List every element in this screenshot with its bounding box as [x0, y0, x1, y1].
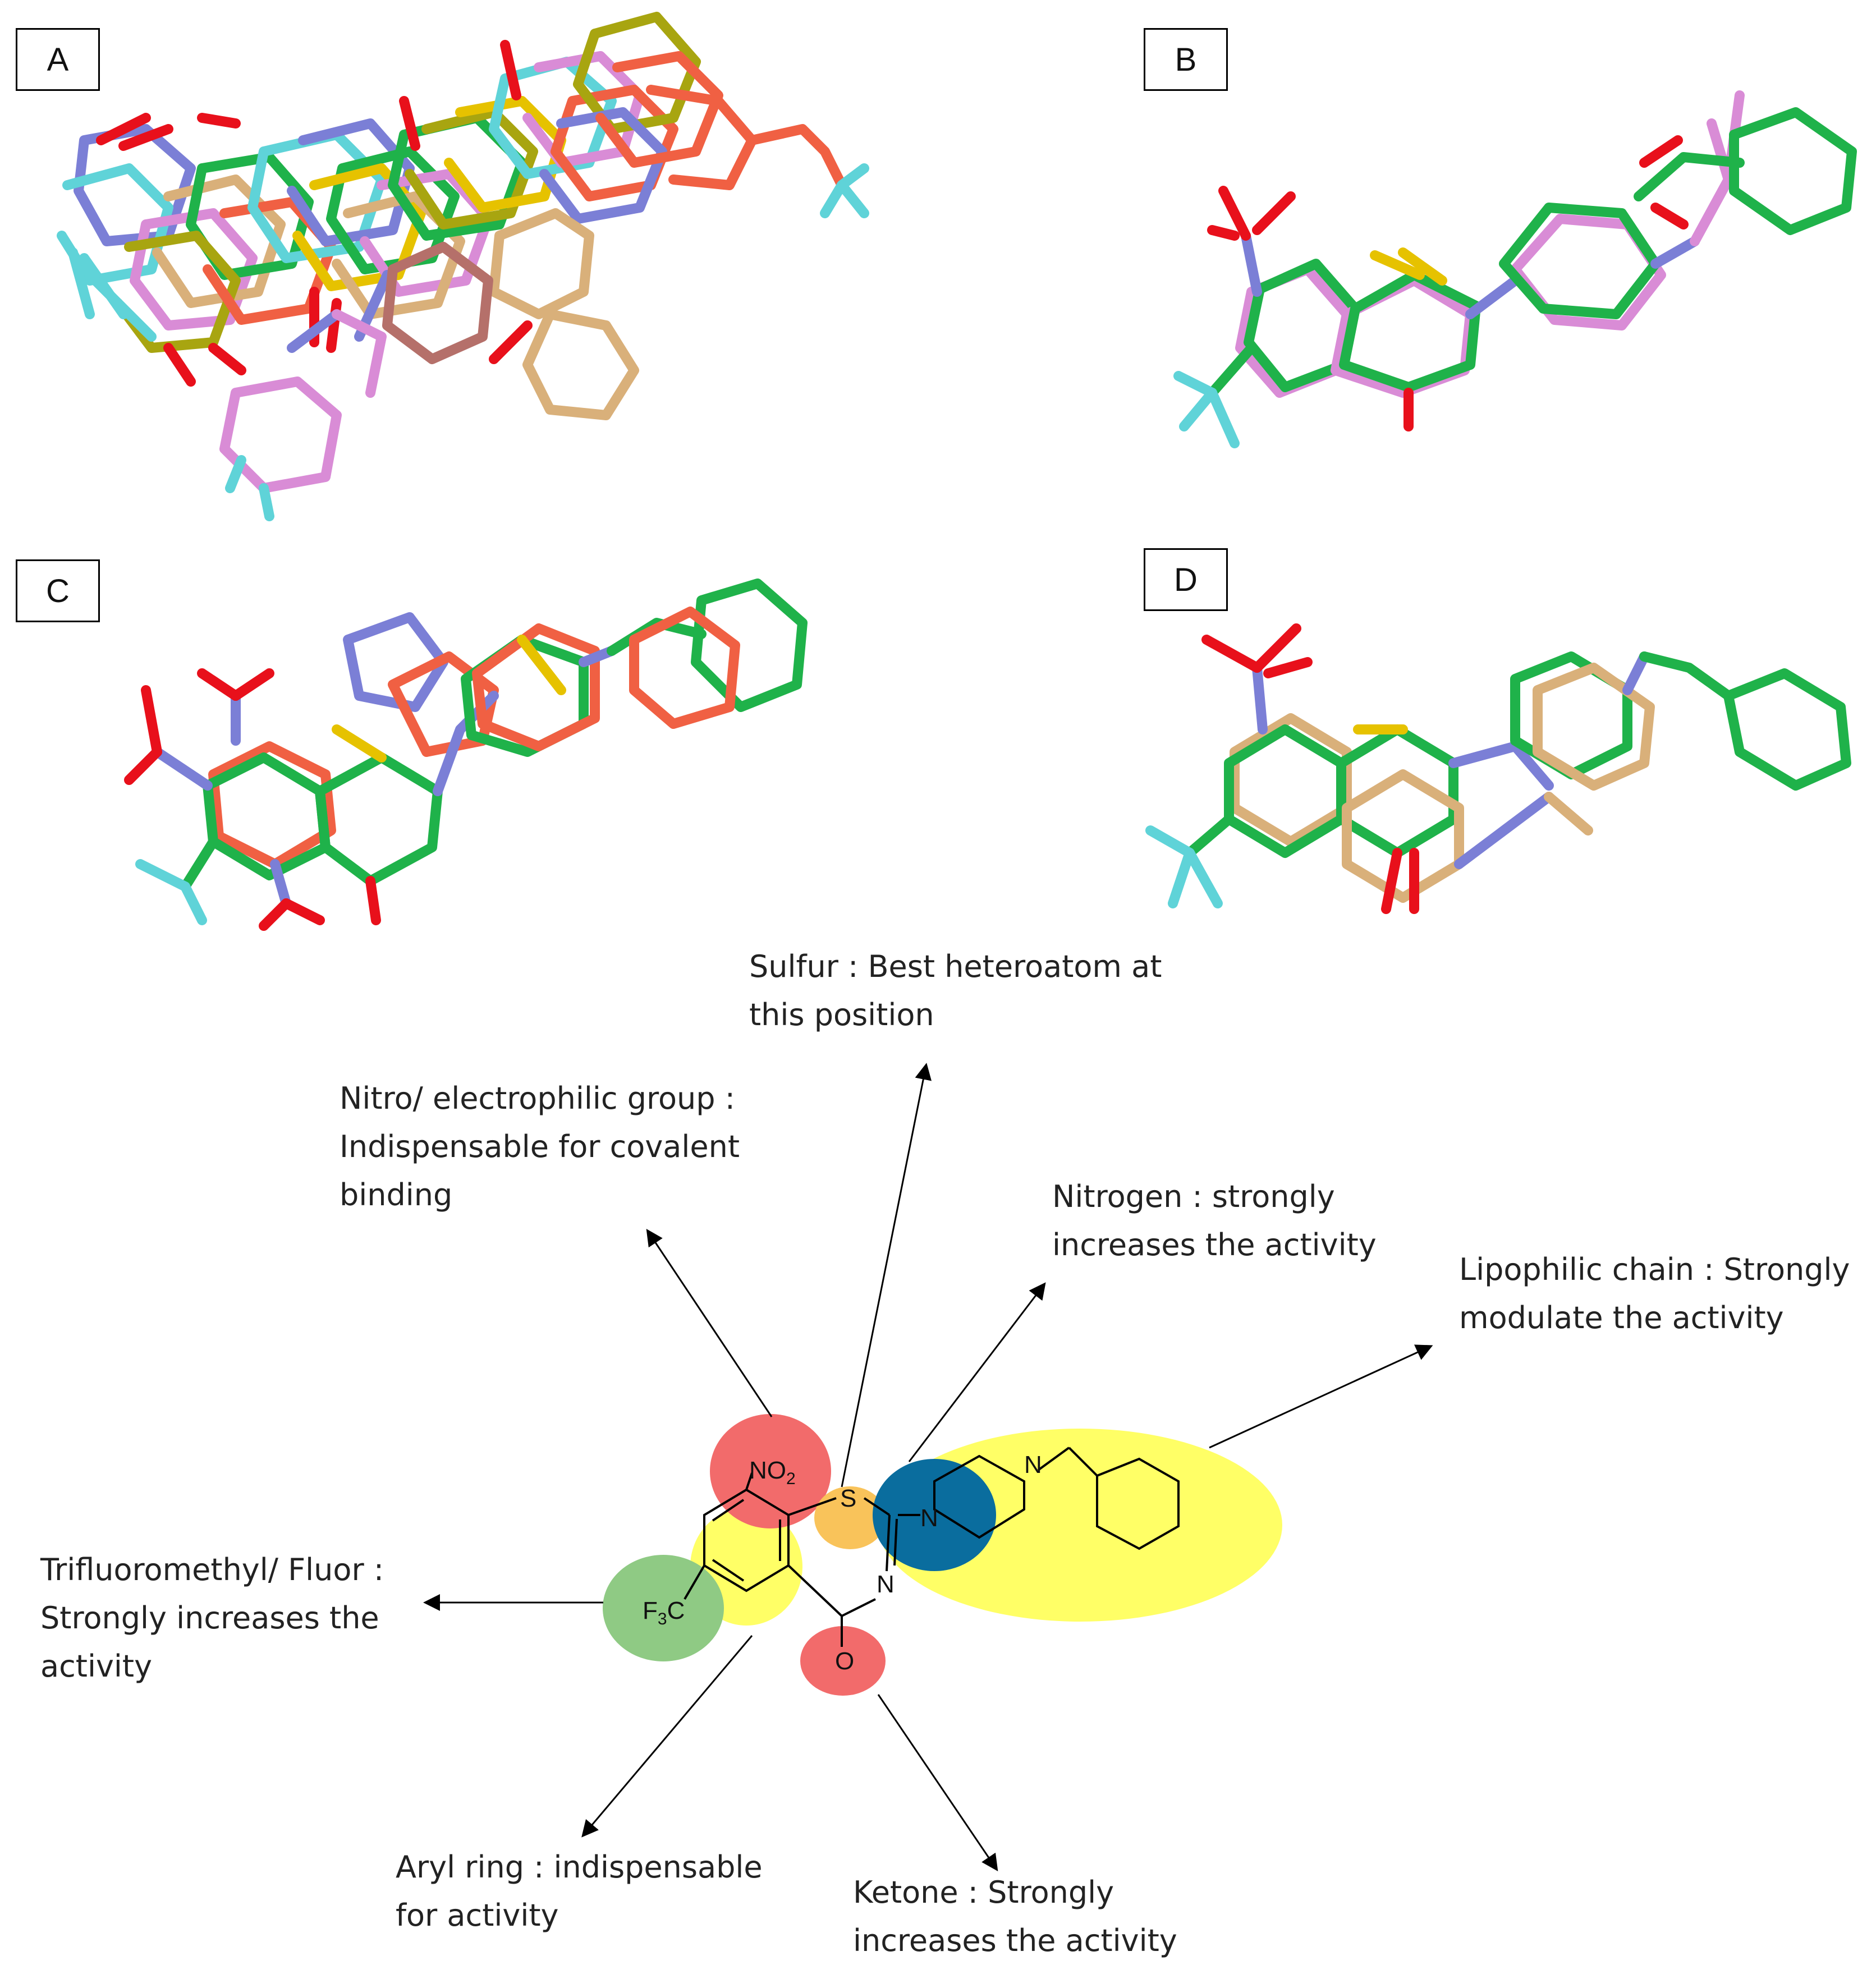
annotation-trifluoromethyl-line1: Trifluoromethyl/ Fluor :: [40, 1552, 384, 1587]
annotation-trifluoromethyl-line3: activity: [40, 1649, 153, 1684]
highlight-nitrogen: [873, 1459, 996, 1571]
atom-ketone-o-label: O: [835, 1647, 854, 1675]
panel-label-a: A: [16, 28, 100, 91]
annotation-trifluoromethyl: Trifluoromethyl/ Fluor : Strongly increa…: [40, 1546, 384, 1691]
annotation-lipophilic: Lipophilic chain : Strongly modulate the…: [1459, 1246, 1850, 1342]
highlight-nitro: [710, 1414, 831, 1528]
arrow-nitro: [646, 1229, 773, 1417]
annotation-sulfur: Sulfur : Best heteroatom at this positio…: [749, 943, 1162, 1039]
annotation-aryl: Aryl ring : indispensable for activity: [396, 1843, 763, 1940]
annotation-sulfur-line2: this position: [749, 997, 934, 1032]
overlay-cluster-right: [382, 12, 869, 420]
highlight-trifluoromethyl: [603, 1555, 724, 1661]
annotation-ketone: Ketone : Strongly increases the activity: [853, 1868, 1177, 1965]
atom-sulfur-label: S: [840, 1485, 856, 1512]
panel-label-b-text: B: [1175, 41, 1197, 78]
panel-label-c: C: [16, 559, 100, 622]
panel-label-c-text: C: [46, 572, 70, 609]
annotation-nitrogen: Nitrogen : strongly increases the activi…: [1052, 1173, 1377, 1269]
arrow-nitrogen: [908, 1282, 1046, 1462]
overlay-cluster-left: [57, 113, 336, 387]
panel-d-alignment: [1145, 623, 1851, 914]
annotation-nitro: Nitro/ electrophilic group : Indispensab…: [340, 1075, 740, 1219]
annotation-nitrogen-line1: Nitrogen : strongly: [1052, 1179, 1335, 1214]
atom-piperazine-n2-label: N: [1024, 1451, 1042, 1479]
arrow-sulfur: [841, 1063, 932, 1487]
annotation-trifluoromethyl-line2: Strongly increases the: [40, 1600, 379, 1636]
panel-b-alignment: [1173, 90, 1857, 448]
panel-label-d: D: [1144, 548, 1228, 611]
annotation-nitro-line2: Indispensable for covalent: [340, 1129, 740, 1164]
annotation-lipophilic-line2: modulate the activity: [1459, 1300, 1784, 1335]
highlight-ketone: [800, 1626, 886, 1696]
arrow-ketone: [877, 1694, 998, 1871]
atom-ring-n-label: N: [877, 1571, 895, 1598]
atom-nitro-label: NO2: [749, 1457, 796, 1488]
annotation-ketone-line2: increases the activity: [853, 1923, 1177, 1958]
annotation-sulfur-line1: Sulfur : Best heteroatom at: [749, 949, 1162, 984]
annotation-aryl-line2: for activity: [396, 1898, 559, 1933]
panel-label-d-text: D: [1174, 561, 1198, 598]
annotation-arrows: [423, 1063, 1433, 1871]
annotation-nitrogen-line2: increases the activity: [1052, 1227, 1377, 1262]
atom-cf3-label: F3C: [643, 1597, 685, 1628]
annotation-nitro-line1: Nitro/ electrophilic group :: [340, 1081, 735, 1116]
arrow-lipophilic: [1209, 1344, 1433, 1449]
annotation-nitro-line3: binding: [340, 1177, 453, 1213]
structure-bonds: [684, 1447, 1180, 1647]
panel-a-overlay: [57, 12, 869, 521]
annotation-ketone-line1: Ketone : Strongly: [853, 1875, 1114, 1910]
annotation-aryl-line1: Aryl ring : indispensable: [396, 1849, 763, 1885]
panel-c-alignment: [124, 579, 808, 931]
annotation-lipophilic-line1: Lipophilic chain : Strongly: [1459, 1252, 1850, 1287]
atom-piperazine-n1-label: N: [920, 1504, 938, 1532]
panel-label-b: B: [1144, 28, 1228, 91]
arrow-aryl: [581, 1635, 753, 1838]
panel-label-a-text: A: [47, 41, 69, 78]
sar-scheme: NO2 S N N N F3C O: [423, 1063, 1433, 1871]
